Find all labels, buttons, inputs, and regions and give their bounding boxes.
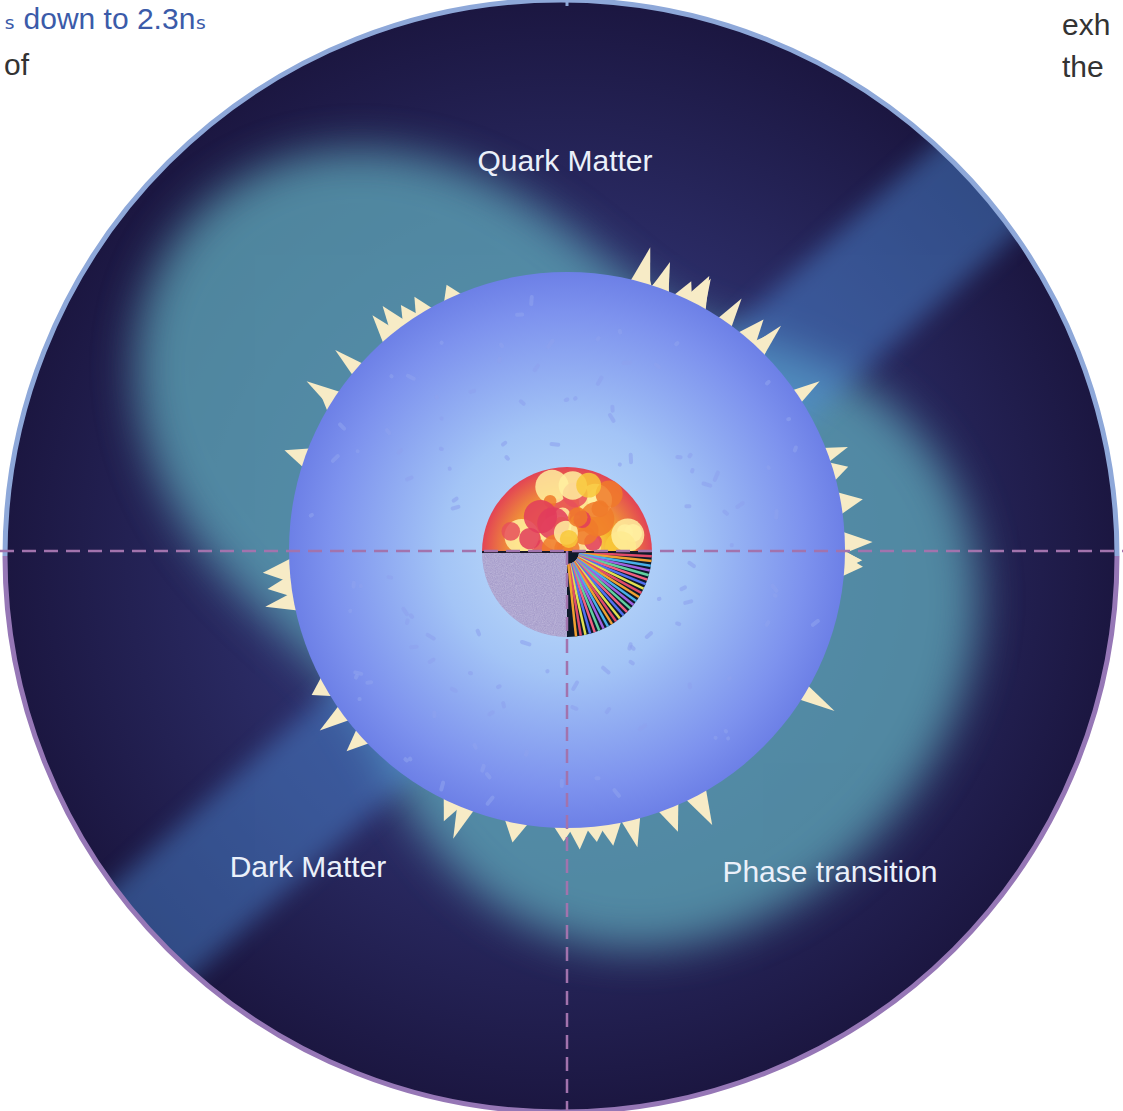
star-core: [480, 467, 657, 641]
tick-mark: [566, 0, 569, 6]
background-disc: [5, 0, 1123, 1111]
region-label: Quark Matter: [477, 144, 652, 179]
divider-line: [0, 550, 1123, 553]
divider-line: [566, 551, 569, 1111]
cropped-text: the: [1062, 50, 1104, 85]
cropped-text: of: [4, 48, 29, 83]
region-label: Phase transition: [722, 855, 937, 890]
region-label: Dark Matter: [230, 850, 387, 885]
cropped-text: exh: [1062, 8, 1110, 43]
cropped-text: ₛ down to 2.3nₛ: [4, 2, 207, 37]
